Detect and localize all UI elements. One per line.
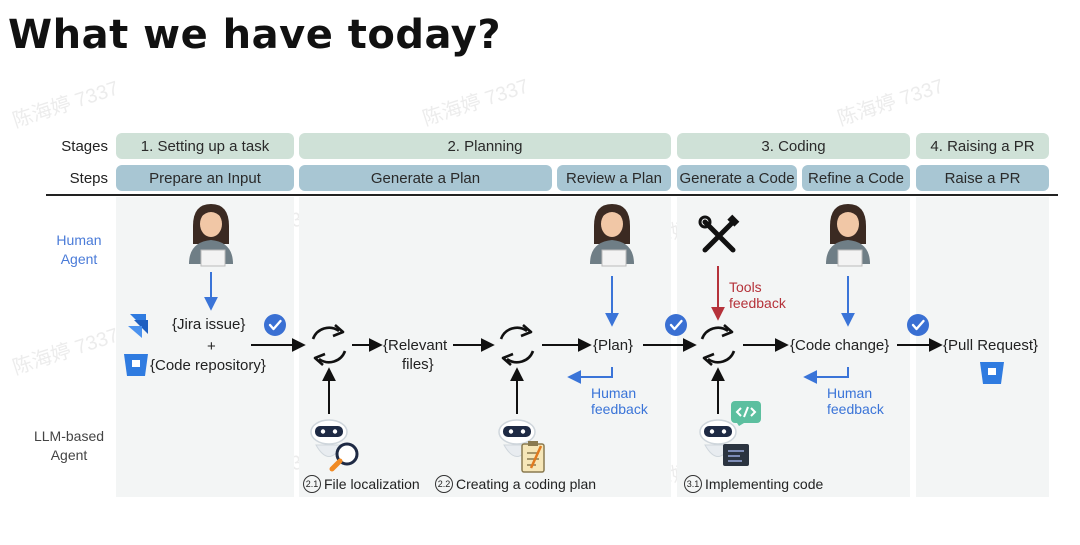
human-feedback-label-plan-line1: Human xyxy=(591,385,637,401)
bucket-icon xyxy=(980,362,1004,384)
caption-implementing-code: 3.1 Implementing code xyxy=(684,475,823,493)
step-pill-refine-code: Refine a Code xyxy=(802,165,910,191)
caption-file-localization: 2.1 File localization xyxy=(303,475,420,493)
relevant-files-node-line2: files} xyxy=(402,356,434,373)
human-feedback-label-code-line1: Human xyxy=(827,385,873,401)
caption-text: Creating a coding plan xyxy=(456,476,597,492)
repo-icon xyxy=(124,354,148,376)
code-repository-node: {Code repository} xyxy=(150,357,266,374)
check-icon xyxy=(663,312,689,338)
check-icon xyxy=(262,312,288,338)
stage-pill-pr: 4. Raising a PR xyxy=(916,133,1049,159)
llm-agent-label: LLM-based Agent xyxy=(33,428,105,463)
step-pill-prepare-input: Prepare an Input xyxy=(116,165,294,191)
plus-sign: + xyxy=(207,338,216,355)
clipboard-icon xyxy=(521,441,545,473)
caption-text: File localization xyxy=(324,476,420,492)
plan-node: {Plan} xyxy=(593,337,634,354)
caption-number: 2.1 xyxy=(303,475,321,493)
code-change-node: {Code change} xyxy=(790,337,890,354)
tools-feedback-label-line2: feedback xyxy=(729,295,786,311)
pull-request-node: {Pull Request} xyxy=(943,337,1039,354)
stage-pill-coding: 3. Coding xyxy=(677,133,910,159)
step-pill-generate-plan: Generate a Plan xyxy=(299,165,552,191)
stages-row-label: Stages xyxy=(61,138,108,155)
caption-text: Implementing code xyxy=(705,476,824,492)
code-bubble-icon xyxy=(731,401,761,426)
step-pill-raise-pr: Raise a PR xyxy=(916,165,1049,191)
steps-row-label: Steps xyxy=(69,170,108,187)
cycle-icon xyxy=(700,323,736,367)
person-icon xyxy=(589,203,635,267)
human-feedback-label-plan-line2: feedback xyxy=(591,401,648,417)
jira-issue-node: {Jira issue} xyxy=(172,316,246,333)
step-pill-generate-code: Generate a Code xyxy=(677,165,797,191)
stage-pill-setup: 1. Setting up a task xyxy=(116,133,294,159)
relevant-files-node-line1: {Relevant xyxy=(383,337,448,354)
divider xyxy=(46,194,1058,196)
caption-creating-plan: 2.2 Creating a coding plan xyxy=(435,475,596,493)
terminal-icon xyxy=(723,444,749,466)
person-icon xyxy=(188,203,234,267)
magnifier-icon xyxy=(329,442,359,472)
human-feedback-label-code-line2: feedback xyxy=(827,401,884,417)
check-icon xyxy=(905,312,931,338)
cycle-icon xyxy=(499,323,535,367)
person-icon xyxy=(825,203,871,267)
tools-icon xyxy=(698,214,740,253)
human-agent-label: Human Agent xyxy=(56,232,102,267)
page-title: What we have today? xyxy=(8,12,502,58)
cycle-icon xyxy=(311,323,347,367)
stage-pill-planning: 2. Planning xyxy=(299,133,671,159)
caption-number: 2.2 xyxy=(435,475,453,493)
step-pill-review-plan: Review a Plan xyxy=(557,165,671,191)
caption-number: 3.1 xyxy=(684,475,702,493)
jira-icon xyxy=(128,314,148,338)
tools-feedback-label-line1: Tools xyxy=(729,279,762,295)
